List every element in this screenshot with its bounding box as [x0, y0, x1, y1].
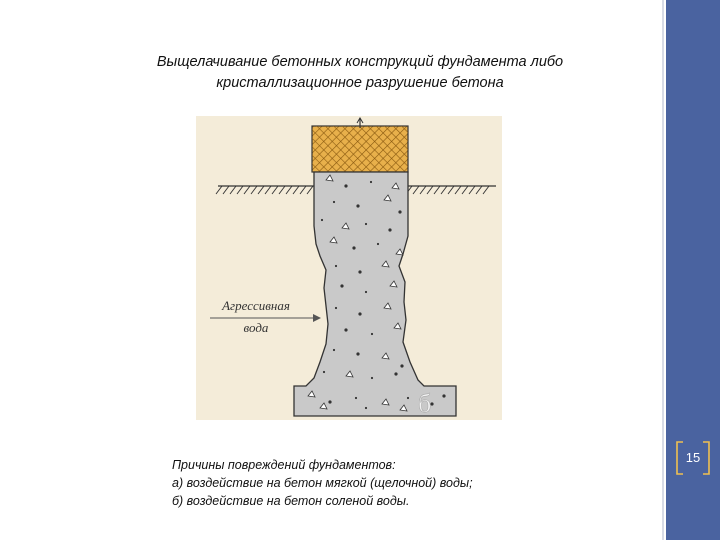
aggregate-stone [307, 390, 316, 398]
aggregate-stone [344, 328, 348, 332]
aggregate-stone [334, 264, 338, 268]
brick-wall [311, 125, 409, 173]
aggregate-stone [329, 236, 338, 244]
ground-surface [215, 185, 496, 195]
aggregate-stone [381, 352, 390, 360]
aggregate-stone [391, 182, 400, 190]
aggregate-stone [395, 248, 404, 256]
aggregate-stone [341, 222, 350, 230]
aggregate-stone [389, 280, 398, 288]
foundation-diagram: б Агрессивная вода [196, 116, 502, 420]
aggregate-stone [383, 302, 392, 310]
caption-heading: Причины повреждений фундаментов: [172, 458, 396, 472]
concrete-foundation [293, 171, 457, 417]
figure-caption: Причины повреждений фундаментов: а) возд… [172, 456, 592, 510]
caption-item-b: б) воздействие на бетон соленой воды. [172, 494, 410, 508]
aggregate-stone [319, 402, 328, 410]
aggregate-stone [345, 370, 354, 378]
aggregate-stone [406, 396, 410, 400]
right-sidebar [666, 0, 720, 540]
aggressive-water-label: Агрессивная вода [206, 295, 306, 339]
aggregate-stone [325, 174, 334, 182]
slide-title-line-1: Выщелачивание бетонных конструкций фунда… [156, 54, 564, 70]
aggregate-stone [370, 376, 374, 380]
aggregate-stone [376, 242, 380, 246]
foundation-illustration: б [196, 116, 502, 420]
aggregate-stone [383, 194, 392, 202]
sidebar-divider [662, 0, 664, 540]
aggregate-stone [344, 184, 348, 188]
panel-letter: б [418, 389, 431, 418]
aggregate-stone [322, 370, 326, 374]
aggregate-stone [430, 402, 434, 406]
water-label-line-2: вода [243, 320, 269, 335]
page-number-badge: 15 [675, 440, 711, 476]
aggregate-stone [356, 352, 360, 356]
aggregate-stone [328, 400, 332, 404]
aggregate-stone [354, 396, 358, 400]
aggregate-stone [364, 290, 368, 294]
aggregate-stone [381, 398, 390, 406]
aggregate-stone [370, 332, 374, 336]
slide-title-line-2: кристаллизационное разрушение бетона [216, 75, 504, 91]
aggregate-stone [332, 348, 336, 352]
aggregate-stone [352, 246, 356, 250]
water-arrow [210, 314, 321, 322]
aggregate-stone [394, 372, 398, 376]
aggregate-stone [381, 260, 390, 268]
aggregate-stone [398, 210, 402, 214]
aggregate-stone [358, 270, 362, 274]
water-label-line-1: Агрессивная [222, 298, 290, 313]
aggregate-stone [364, 222, 368, 226]
aggregate-stone [399, 404, 408, 412]
aggregate-stone [334, 306, 338, 310]
concrete-aggregate [307, 174, 446, 412]
aggregate-stone [358, 312, 362, 316]
aggregate-stone [400, 364, 404, 368]
aggregate-stone [369, 180, 373, 184]
aggregate-stone [442, 394, 446, 398]
aggregate-stone [320, 218, 324, 222]
aggregate-stone [388, 228, 392, 232]
aggregate-stone [340, 284, 344, 288]
aggregate-stone [332, 200, 336, 204]
aggregate-stone [356, 204, 360, 208]
aggregate-stone [364, 406, 368, 410]
slide-title: Выщелачивание бетонных конструкций фунда… [60, 52, 660, 94]
caption-item-a: а) воздействие на бетон мягкой (щелочной… [172, 476, 473, 490]
aggregate-stone [393, 322, 402, 330]
page-number: 15 [685, 450, 701, 465]
bracket-frame-icon [676, 441, 710, 475]
